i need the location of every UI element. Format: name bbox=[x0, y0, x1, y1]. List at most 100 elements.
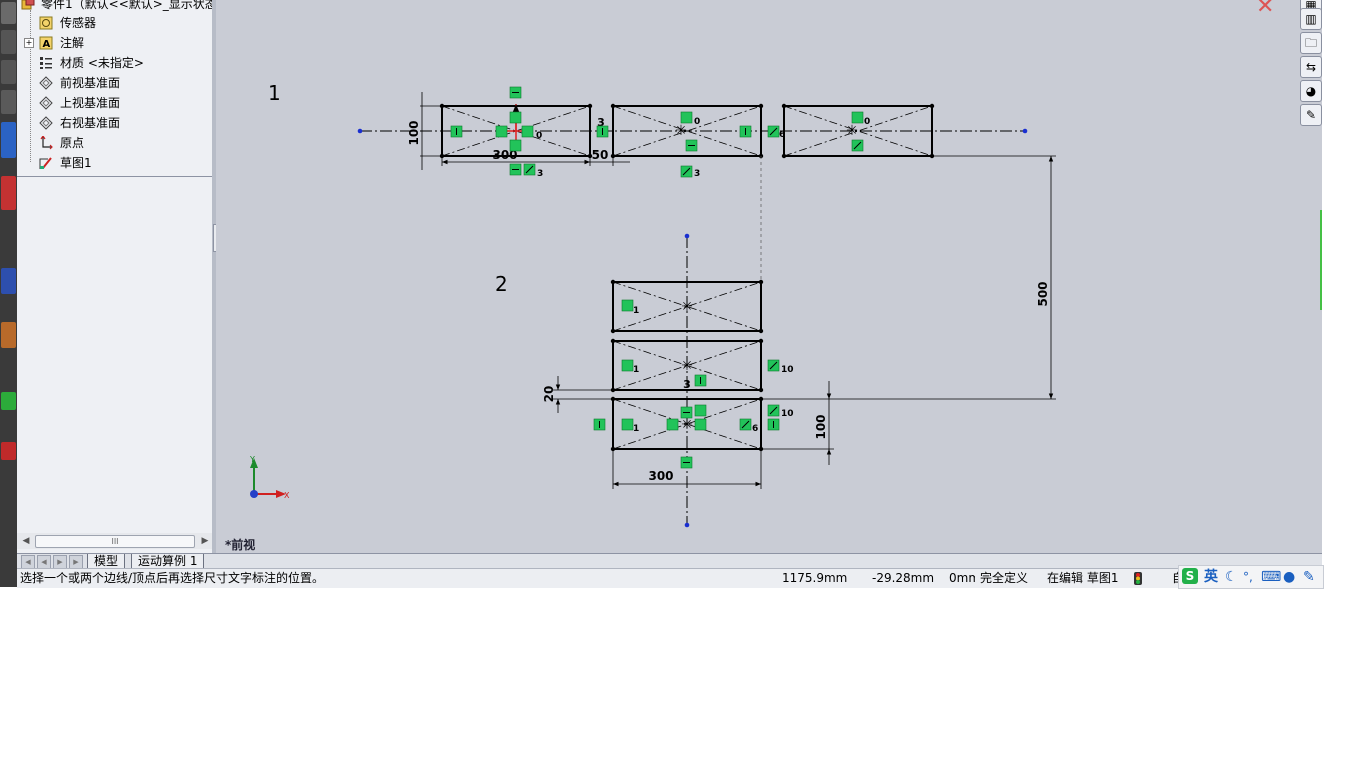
center-point-mark: ✳ bbox=[846, 123, 858, 139]
rectangle-d[interactable] bbox=[612, 281, 762, 332]
relation-tag: 3 bbox=[694, 169, 700, 179]
tree-item-label: 注解 bbox=[60, 36, 85, 50]
view-palette-icon[interactable]: ⇆ bbox=[1300, 56, 1322, 78]
diagonal-construction bbox=[612, 105, 762, 157]
relation-tag: 1 bbox=[633, 424, 639, 434]
sketch-canvas[interactable]: ✳ ✳ 100 300 50 3 bbox=[216, 0, 1298, 553]
dim-bottom-width[interactable]: 300 bbox=[648, 469, 673, 483]
tab-first-icon[interactable]: ◀ bbox=[21, 555, 35, 569]
diagonal-construction bbox=[441, 105, 591, 157]
rebuild-light-icon[interactable] bbox=[1133, 572, 1143, 585]
relation-tag: 1 bbox=[633, 365, 639, 375]
dimension-500: 500 bbox=[760, 155, 1056, 400]
tree-item-label: 材质 <未指定> bbox=[60, 56, 144, 70]
file-explorer-icon[interactable]: 🗀 bbox=[1300, 32, 1322, 54]
ime-keyboard-icon[interactable]: ⌨ bbox=[1261, 569, 1282, 585]
status-bar: 选择一个或两个边线/顶点后再选择尺寸文字标注的位置。 1175.9mm -29.… bbox=[17, 568, 1322, 588]
relation-tag: 1 bbox=[633, 306, 639, 316]
ime-punct-icon[interactable]: °, bbox=[1243, 570, 1253, 584]
tree-connector bbox=[30, 10, 31, 162]
centerline-endpoint[interactable] bbox=[1022, 128, 1028, 134]
group-2-sketch: ✳ ✳ ✳ 20 100 300 bbox=[542, 233, 834, 528]
ime-settings-icon[interactable]: ✎ bbox=[1303, 569, 1315, 585]
scroll-right-icon[interactable]: ▶ bbox=[201, 536, 209, 546]
rectangle-c[interactable] bbox=[783, 105, 933, 157]
design-library-icon[interactable]: ▥ bbox=[1300, 8, 1322, 30]
diagonal-construction bbox=[612, 105, 762, 157]
tree-item-label: 上视基准面 bbox=[60, 96, 121, 110]
view-orientation-label: *前视 bbox=[225, 538, 256, 552]
center-point-mark: ✳ bbox=[675, 123, 687, 139]
solidworks-window: 零件1（默认<<默认>_显示状态 传感器 + A 注解 材质 <未指定> 前视基… bbox=[0, 0, 1324, 589]
annotation-icon: A bbox=[39, 36, 53, 50]
custom-properties-icon[interactable]: ✎ bbox=[1300, 104, 1322, 126]
material-icon bbox=[40, 57, 52, 69]
status-definition: 完全定义 bbox=[980, 571, 1029, 585]
svg-text:A: A bbox=[43, 39, 51, 50]
axis-triad: Y X bbox=[249, 455, 290, 500]
relation-tag: 3 bbox=[683, 378, 691, 391]
tree-item-label: 右视基准面 bbox=[60, 116, 121, 130]
status-z-coordinate: 0mm bbox=[949, 571, 975, 585]
sensor-icon bbox=[39, 16, 53, 30]
rectangle-e[interactable] bbox=[612, 340, 762, 391]
dim-top-gap-small[interactable]: 3 bbox=[597, 116, 605, 129]
centerline-endpoint[interactable] bbox=[684, 233, 690, 239]
tab-motion-study[interactable]: 运动算例 1 bbox=[131, 554, 205, 569]
group-label-1: 1 bbox=[268, 81, 281, 105]
expand-icon[interactable]: + bbox=[24, 38, 34, 48]
tab-model[interactable]: 模型 bbox=[87, 554, 126, 569]
dim-top-height[interactable]: 100 bbox=[407, 120, 421, 145]
dim-bottom-height[interactable]: 100 bbox=[814, 414, 828, 439]
feature-tree-list: 零件1（默认<<默认>_显示状态 传感器 + A 注解 材质 <未指定> 前视基… bbox=[17, 0, 217, 177]
graphics-area[interactable] bbox=[216, 0, 1298, 553]
ime-language[interactable]: 英 bbox=[1204, 569, 1218, 585]
centerline-endpoint[interactable] bbox=[357, 128, 363, 134]
rectangle-b[interactable] bbox=[612, 105, 762, 157]
left-taskbar-strip bbox=[0, 0, 17, 587]
scroll-thumb[interactable]: III bbox=[35, 535, 195, 548]
tab-prev-icon[interactable]: ◀ bbox=[37, 555, 51, 569]
ime-user-icon[interactable]: ● bbox=[1283, 569, 1296, 585]
appearances-icon[interactable]: ◕ bbox=[1300, 80, 1322, 102]
plane-icon bbox=[39, 116, 53, 130]
ime-toolbar[interactable]: S 英 ☾ °, ⌨ ● ✎ bbox=[1178, 565, 1324, 589]
origin-icon bbox=[40, 136, 53, 150]
tab-last-icon[interactable]: ▶ bbox=[69, 555, 83, 569]
tree-horizontal-scrollbar[interactable]: ◀ III ▶ bbox=[17, 533, 212, 549]
relation-tag: 0 bbox=[864, 117, 870, 127]
relation-badges-group-1 bbox=[450, 86, 864, 178]
close-icon[interactable]: ✕ bbox=[1256, 0, 1275, 19]
panel-splitter[interactable] bbox=[212, 0, 216, 553]
group-1-sketch: ✳ ✳ 100 300 50 3 bbox=[357, 86, 1028, 179]
ime-logo-icon[interactable]: S bbox=[1182, 568, 1198, 584]
relation-tag: 3 bbox=[537, 169, 543, 179]
relation-badges-group-2 bbox=[593, 299, 780, 469]
dim-vertical-distance[interactable]: 500 bbox=[1036, 281, 1050, 306]
relation-tag: 10 bbox=[781, 365, 794, 375]
plane-icon bbox=[39, 76, 53, 90]
ime-moon-icon[interactable]: ☾ bbox=[1225, 569, 1238, 585]
centerline-endpoint[interactable] bbox=[684, 522, 690, 528]
tab-next-icon[interactable]: ▶ bbox=[53, 555, 67, 569]
relation-tag: 10 bbox=[781, 409, 794, 419]
status-y-coordinate: -29.28mm bbox=[872, 571, 935, 585]
tree-item-label: 前视基准面 bbox=[60, 76, 121, 90]
group-label-2: 2 bbox=[495, 272, 508, 296]
relation-tag: 6 bbox=[752, 424, 758, 434]
axis-y-label: Y bbox=[249, 455, 255, 464]
feature-manager-tree: 零件1（默认<<默认>_显示状态 传感器 + A 注解 材质 <未指定> 前视基… bbox=[17, 0, 217, 553]
dim-top-gap[interactable]: 50 bbox=[592, 148, 609, 162]
status-editing: 在编辑 草图1 bbox=[1047, 571, 1119, 585]
diagonal-construction bbox=[783, 105, 933, 157]
dim-bottom-offset[interactable]: 20 bbox=[542, 386, 556, 403]
center-point-mark: ✳ bbox=[681, 299, 693, 315]
relation-tag: 6 bbox=[779, 130, 785, 140]
tree-item-label: 草图1 bbox=[60, 156, 92, 170]
dim-top-width[interactable]: 300 bbox=[492, 148, 517, 162]
rectangle-f[interactable] bbox=[612, 398, 762, 450]
status-x-coordinate: 1175.9mm bbox=[782, 571, 848, 585]
scroll-left-icon[interactable]: ◀ bbox=[22, 536, 30, 546]
tree-item-label: 传感器 bbox=[60, 16, 97, 30]
sketch-icon bbox=[39, 157, 52, 169]
